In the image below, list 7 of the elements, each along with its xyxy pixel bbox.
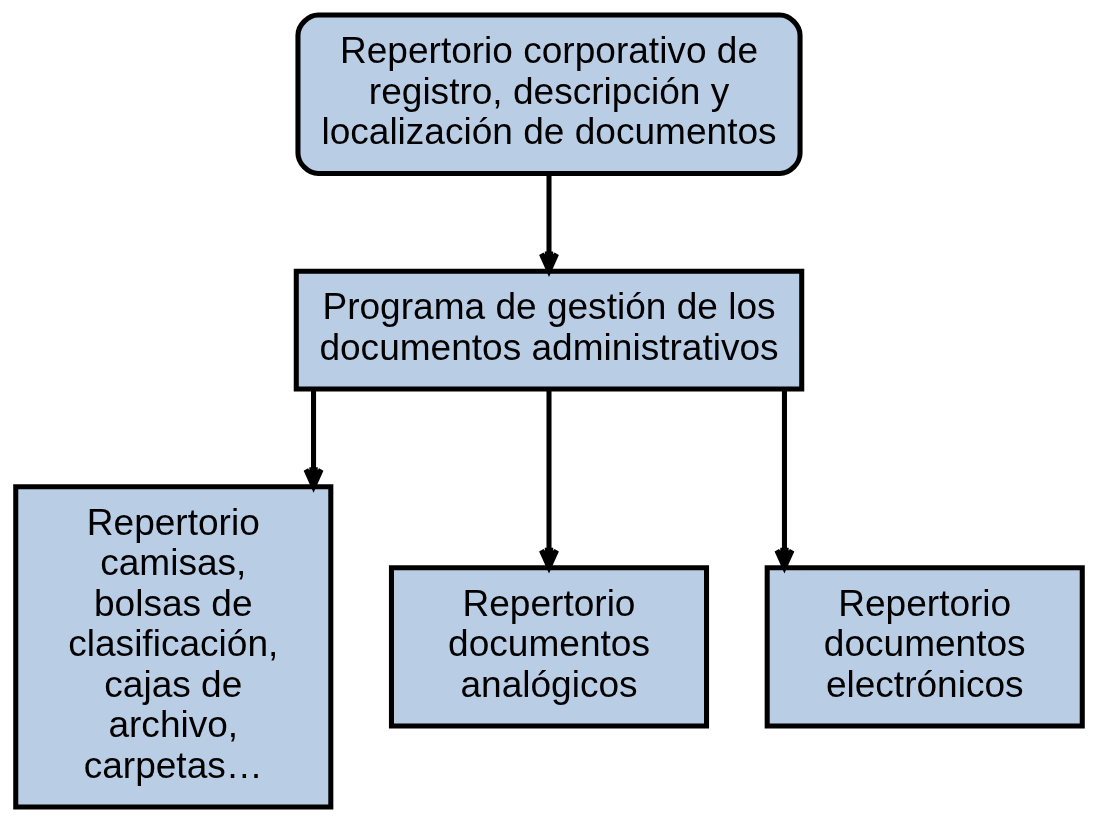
arrow — [538, 173, 560, 274]
node-box: Programa de gestión de los documentos administrativos — [293, 268, 805, 392]
node-box: Repertorio documentos electrónicos — [764, 565, 1085, 729]
node-box: Repertorio camisas, bolsas de clasificación, cajas de archivo, carpetas… — [13, 484, 334, 810]
node-box: Repertorio corporativo de registro, descripción y localización de documentos — [295, 12, 803, 176]
node-box: Repertorio documentos analógicos — [388, 565, 710, 729]
arrow — [303, 389, 324, 490]
